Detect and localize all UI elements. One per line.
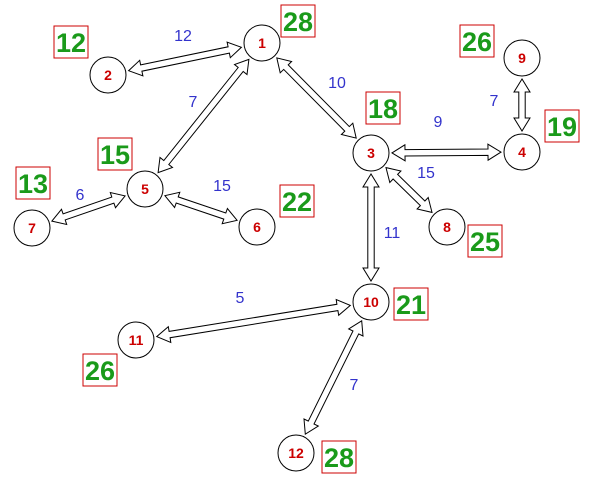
node-circle-4 xyxy=(503,133,541,171)
score-box-border-2 xyxy=(53,25,89,59)
node-3: 3 xyxy=(352,134,390,172)
score-box-6: 22 xyxy=(279,184,315,218)
node-label-9: 9 xyxy=(518,50,526,66)
edge-weight-7-5: 6 xyxy=(76,187,85,204)
score-box-border-10 xyxy=(393,287,429,321)
edge-arrow-5-6 xyxy=(163,191,239,225)
score-box-2: 12 xyxy=(53,25,89,59)
node-7: 7 xyxy=(13,209,51,247)
score-box-border-11 xyxy=(82,353,118,387)
node-circle-11 xyxy=(117,321,155,359)
node-circle-12 xyxy=(277,434,315,472)
score-box-4: 19 xyxy=(544,109,580,143)
node-9: 9 xyxy=(503,39,541,77)
score-value-6: 22 xyxy=(282,187,312,217)
score-box-border-4 xyxy=(544,109,580,143)
node-12: 12 xyxy=(277,434,315,472)
node-8: 8 xyxy=(428,208,466,246)
node-4: 4 xyxy=(503,133,541,171)
score-value-12: 28 xyxy=(324,443,354,473)
score-box-7: 13 xyxy=(15,166,51,200)
node-label-1: 1 xyxy=(258,35,266,51)
node-6: 6 xyxy=(238,208,276,246)
edge-weight-11-10: 5 xyxy=(236,290,245,307)
score-box-3: 18 xyxy=(365,91,401,125)
node-10: 10 xyxy=(352,283,390,321)
score-value-4: 19 xyxy=(547,112,577,142)
node-label-2: 2 xyxy=(104,67,112,83)
edge-arrow-11-10 xyxy=(155,298,352,344)
score-value-2: 12 xyxy=(56,28,86,58)
edge-arrow-2-1 xyxy=(127,41,243,77)
node-1: 1 xyxy=(243,24,281,62)
score-value-1: 28 xyxy=(283,7,313,37)
score-box-12: 28 xyxy=(321,440,357,474)
score-box-border-12 xyxy=(321,440,357,474)
score-value-5: 15 xyxy=(100,140,130,170)
edge-arrow-3-8 xyxy=(385,166,433,214)
edge-weight-2-1: 12 xyxy=(174,28,192,45)
edge-weight-3-10: 11 xyxy=(384,225,401,242)
score-value-10: 21 xyxy=(396,290,426,320)
score-value-8: 25 xyxy=(470,227,500,257)
edge-weight-10-12: 7 xyxy=(350,377,359,394)
node-label-3: 3 xyxy=(367,145,375,161)
score-value-7: 13 xyxy=(18,169,48,199)
node-label-6: 6 xyxy=(253,219,261,235)
node-label-5: 5 xyxy=(141,181,149,197)
score-box-5: 15 xyxy=(97,137,133,171)
node-circle-10 xyxy=(352,283,390,321)
score-box-border-8 xyxy=(467,224,503,258)
node-label-8: 8 xyxy=(443,219,451,235)
score-box-11: 26 xyxy=(82,353,118,387)
score-box-border-7 xyxy=(15,166,51,200)
score-box-border-3 xyxy=(365,91,401,125)
edge-weight-1-5: 7 xyxy=(189,94,198,111)
node-label-4: 4 xyxy=(518,144,526,160)
edge-arrow-3-10 xyxy=(362,173,380,282)
edge-arrow-9-4 xyxy=(513,78,531,132)
node-circle-6 xyxy=(238,208,276,246)
node-circle-8 xyxy=(428,208,466,246)
node-2: 2 xyxy=(89,56,127,94)
edge-weight-3-4: 9 xyxy=(434,114,443,131)
node-label-7: 7 xyxy=(28,220,36,236)
edge-weight-5-6: 15 xyxy=(213,178,231,195)
score-value-3: 18 xyxy=(368,94,398,124)
score-box-border-1 xyxy=(280,4,316,38)
edge-weight-1-3: 10 xyxy=(328,75,346,92)
node-11: 11 xyxy=(117,321,155,359)
node-label-10: 10 xyxy=(363,294,379,310)
node-circle-2 xyxy=(89,56,127,94)
edge-arrow-10-12 xyxy=(303,319,364,436)
node-label-11: 11 xyxy=(129,332,144,348)
edge-weight-3-8: 15 xyxy=(417,165,435,182)
node-circle-1 xyxy=(243,24,281,62)
node-circle-7 xyxy=(13,209,51,247)
node-circle-9 xyxy=(503,39,541,77)
score-box-border-6 xyxy=(279,184,315,218)
edge-weight-9-4: 7 xyxy=(490,93,499,110)
edge-arrow-1-5 xyxy=(157,58,250,174)
edge-arrow-1-3 xyxy=(276,57,357,139)
score-box-border-5 xyxy=(97,137,133,171)
score-value-9: 26 xyxy=(462,27,492,57)
score-box-1: 28 xyxy=(280,4,316,38)
score-box-9: 26 xyxy=(459,24,495,58)
node-circle-5 xyxy=(126,170,164,208)
edge-arrow-7-5 xyxy=(51,191,126,226)
edge-arrow-3-4 xyxy=(391,143,502,162)
score-box-border-9 xyxy=(459,24,495,58)
node-label-12: 12 xyxy=(288,445,304,461)
score-box-8: 25 xyxy=(467,224,503,258)
node-circle-3 xyxy=(352,134,390,172)
score-box-10: 21 xyxy=(393,287,429,321)
score-value-11: 26 xyxy=(85,356,115,386)
node-5: 5 xyxy=(126,170,164,208)
edges-layer xyxy=(51,41,531,436)
